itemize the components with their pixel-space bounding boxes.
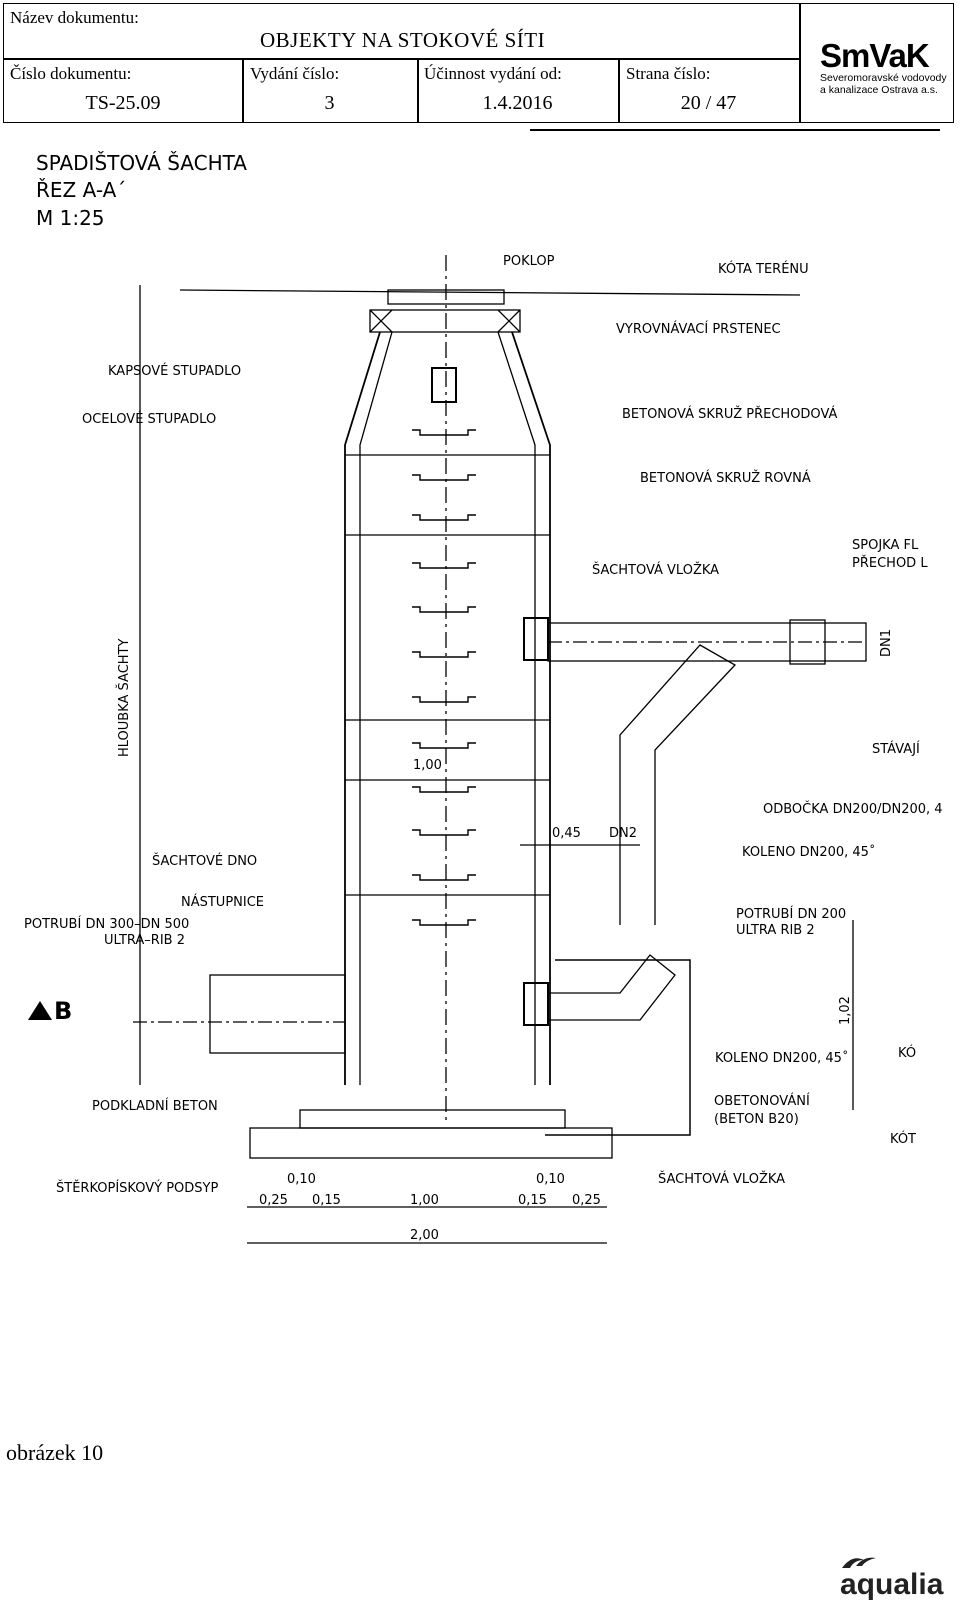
- shaft-insert-lower: [523, 982, 549, 1026]
- doc-name: OBJEKTY NA STOKOVÉ SÍTI: [260, 28, 546, 52]
- header-divider-2: [417, 58, 419, 122]
- dim-010-right: 0,10: [536, 1172, 565, 1187]
- effective-date: 1.4.2016: [482, 92, 553, 114]
- label-transition-ring: BETONOVÁ SKRUŽ PŘECHODOVÁ: [622, 406, 838, 422]
- label-kot-small: KÓ: [898, 1045, 916, 1061]
- drop-pipe: [619, 644, 737, 925]
- header-divider-1: [242, 58, 244, 122]
- steel-steps: [412, 429, 476, 926]
- dim-015-left: 0,15: [312, 1193, 341, 1208]
- bottom-elbow: [548, 954, 676, 1021]
- label-coupling-1: SPOJKA FL: [852, 538, 919, 553]
- dim-015-right: 0,15: [518, 1193, 547, 1208]
- label-ultra-rib-2: ULTRA RIB 2: [736, 923, 815, 938]
- page-number: 20 / 47: [680, 92, 737, 114]
- shaft-drawing: SPADIŠTOVÁ ŠACHTA ŘEZ A-A´ M 1:25 POKLOP…: [24, 129, 943, 1244]
- label-concrete-b20: (BETON B20): [714, 1112, 799, 1127]
- logo-sub-line1: Severomoravské vodovody: [820, 72, 947, 84]
- label-straight-ring: BETONOVÁ SKRUŽ ROVNÁ: [640, 470, 811, 486]
- label-poklop: POKLOP: [503, 254, 555, 269]
- flex-coupling: [789, 619, 826, 665]
- shaft-insert-upper: [523, 617, 549, 661]
- label-encasement: OBETONOVÁNÍ: [714, 1093, 810, 1109]
- aqualia-mark-icon: [842, 1557, 876, 1568]
- label-leveling-ring: VYROVNÁVACÍ PRSTENEC: [616, 321, 781, 337]
- concrete-base: [299, 1109, 566, 1129]
- drawing-title-1: SPADIŠTOVÁ ŠACHTA: [36, 151, 247, 175]
- dim-102: 1,02: [838, 996, 853, 1025]
- dim-inner-diameter: 1,00: [413, 758, 442, 773]
- encasement: [545, 959, 691, 1136]
- dim-010-left: 0,10: [287, 1172, 316, 1187]
- issue-number: 3: [324, 92, 335, 114]
- page-label: Strana číslo:: [626, 64, 711, 83]
- aqualia-logo: aqualia: [840, 1568, 944, 1601]
- dim-dn2: DN2: [609, 826, 637, 841]
- document-header: Název dokumentu: OBJEKTY NA STOKOVÉ SÍTI…: [3, 3, 954, 123]
- shaft-inner-wall: [359, 331, 536, 1085]
- label-elbow-2: KOLENO DN200, 45˚: [715, 1050, 848, 1066]
- dim-025-right: 0,25: [572, 1193, 601, 1208]
- dim-100-bottom: 1,00: [410, 1193, 439, 1208]
- label-pocket-step: KAPSOVÉ STUPADLO: [108, 363, 241, 379]
- label-dn1: DN1: [879, 629, 894, 657]
- header-divider-logo: [799, 4, 801, 122]
- label-gravel-bed: ŠTĚRKOPÍSKOVÝ PODSYP: [56, 1180, 218, 1196]
- manhole-cover: [387, 289, 505, 305]
- doc-name-label: Název dokumentu:: [10, 8, 139, 27]
- figure-caption: obrázek 10: [6, 1440, 104, 1465]
- label-branch: ODBOČKA DN200/DN200, 4: [763, 801, 943, 817]
- shaft-outer-wall: [344, 331, 551, 1085]
- label-ultra-rib: ULTRA–RIB 2: [104, 933, 185, 948]
- leveling-ring: [369, 309, 521, 333]
- effective-label: Účinnost vydání od:: [424, 64, 562, 83]
- label-steel-step: OCELOVÉ STUPADLO: [82, 411, 216, 427]
- label-shaft-bottom: ŠACHTOVÉ DNO: [152, 853, 257, 869]
- doc-number-label: Číslo dokumentu:: [10, 64, 132, 83]
- label-shaft-depth: HLOUBKA ŠACHTY: [116, 639, 132, 757]
- label-base-concrete: PODKLADNÍ BETON: [92, 1098, 218, 1114]
- label-pipe-dn300: POTRUBÍ DN 300–DN 500: [24, 916, 189, 932]
- label-shaft-insert-2: ŠACHTOVÁ VLOŽKA: [658, 1171, 785, 1187]
- dim-200-total: 2,00: [410, 1228, 439, 1243]
- gravel-bed: [249, 1127, 613, 1159]
- drawing-title-2: ŘEZ A-A´: [36, 178, 126, 202]
- terrain-line: [179, 289, 801, 296]
- pocket-step: [431, 367, 457, 403]
- label-existing: STÁVAJÍ: [872, 741, 920, 757]
- logo-main-text: SmVaK: [820, 37, 930, 74]
- doc-number: TS-25.09: [85, 92, 161, 114]
- dim-025-left: 0,25: [259, 1193, 288, 1208]
- label-elbow-1: KOLENO DN200, 45˚: [742, 844, 875, 860]
- logo-sub-line2: a kanalizace Ostrava a.s.: [820, 84, 938, 96]
- label-kota-small: KÓT: [890, 1131, 916, 1147]
- issue-label: Vydání číslo:: [250, 64, 340, 83]
- section-b-arrow: [28, 1001, 52, 1020]
- label-kota-terenu: KÓTA TERÉNU: [718, 261, 809, 277]
- smvak-logo: SmVaK Severomoravské vodovody a kanaliza…: [820, 37, 950, 110]
- drawing-title-3: M 1:25: [36, 206, 105, 230]
- label-pipe-dn200: POTRUBÍ DN 200: [736, 906, 846, 922]
- header-divider-h: [4, 58, 799, 60]
- dim-045: 0,45: [552, 826, 581, 841]
- outlet-pipe: [209, 974, 346, 1054]
- label-shaft-insert: ŠACHTOVÁ VLOŽKA: [592, 562, 719, 578]
- label-benching: NÁSTUPNICE: [181, 894, 264, 910]
- header-divider-3: [618, 58, 620, 122]
- label-section-b: B: [54, 997, 72, 1025]
- label-coupling-2: PŘECHOD L: [852, 555, 928, 571]
